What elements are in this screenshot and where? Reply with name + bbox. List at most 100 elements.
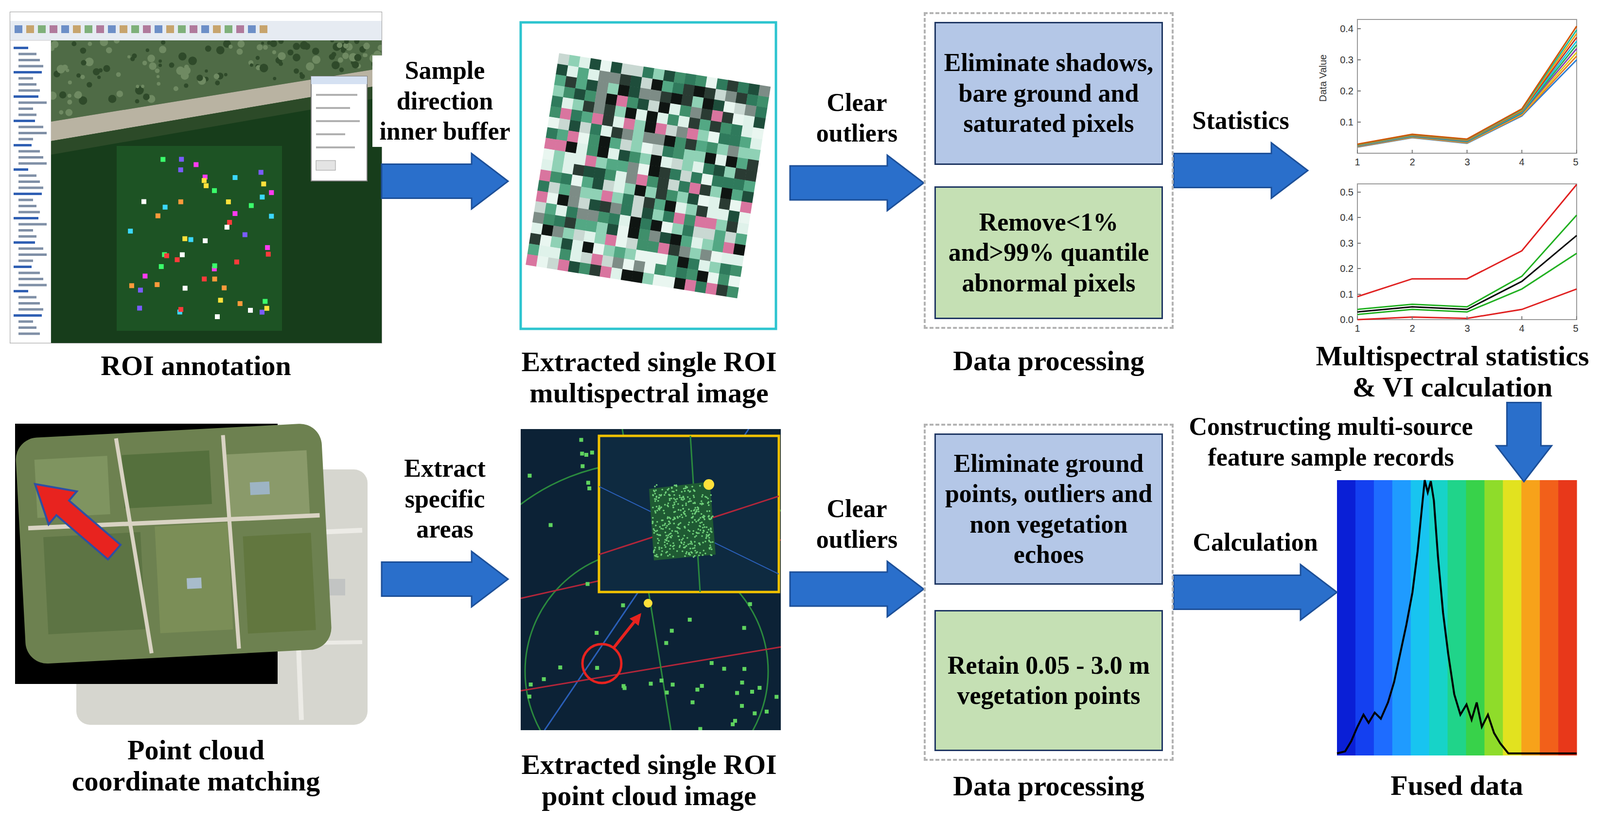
illustration-rect bbox=[572, 228, 586, 242]
illustration-rect bbox=[680, 94, 694, 107]
illustration-circle bbox=[658, 547, 661, 550]
illustration-rect bbox=[18, 125, 44, 129]
illustration-rect bbox=[718, 132, 731, 146]
illustration-rect bbox=[707, 195, 721, 209]
illustration-rect bbox=[570, 174, 584, 188]
illustration-circle bbox=[654, 492, 657, 495]
illustration-path bbox=[1357, 33, 1577, 145]
illustration-rect bbox=[665, 690, 669, 695]
block-arrow bbox=[381, 153, 509, 210]
illustration-circle bbox=[309, 63, 315, 69]
illustration-rect bbox=[537, 245, 551, 258]
illustration-rect bbox=[732, 178, 746, 192]
illustration-rect bbox=[182, 285, 188, 291]
illustration-circle bbox=[710, 500, 713, 503]
illustration-rect bbox=[724, 230, 738, 244]
illustration-rect bbox=[617, 149, 631, 162]
illustration-circle bbox=[140, 84, 145, 88]
illustration-rect bbox=[174, 257, 180, 263]
illustration-rect bbox=[637, 228, 651, 242]
illustration-line bbox=[1357, 267, 1361, 269]
illustration-rect bbox=[735, 690, 739, 695]
illustration-circle bbox=[654, 499, 657, 502]
illustration-circle bbox=[272, 76, 277, 81]
illustration-rect bbox=[716, 143, 730, 157]
illustration-circle bbox=[148, 62, 157, 70]
illustration-circle bbox=[704, 540, 707, 543]
illustration-rect bbox=[664, 199, 677, 213]
illustration-circle bbox=[353, 40, 360, 44]
illustration-rect bbox=[684, 279, 697, 292]
axis-label: 0.4 bbox=[1339, 23, 1354, 35]
illustration-rect bbox=[720, 252, 734, 265]
illustration-circle bbox=[672, 547, 675, 550]
illustration-circle bbox=[678, 538, 681, 541]
illustration-rect bbox=[610, 267, 623, 281]
illustration-rect bbox=[699, 248, 713, 262]
illustration-rect bbox=[698, 726, 703, 730]
illustration-rect bbox=[693, 150, 707, 164]
illustration-circle bbox=[696, 531, 699, 534]
illustration-circle bbox=[684, 512, 686, 515]
illustration-rect bbox=[543, 213, 556, 227]
illustration-rect bbox=[640, 77, 653, 90]
illustration-circle bbox=[694, 506, 697, 509]
axis-label: 5 bbox=[1572, 156, 1579, 168]
illustration-rect bbox=[211, 188, 217, 194]
illustration-rect bbox=[628, 151, 642, 164]
illustration-rect bbox=[701, 238, 715, 251]
illustration-circle bbox=[654, 511, 657, 514]
illustration-rect bbox=[714, 88, 727, 102]
illustration-rect bbox=[10, 40, 52, 343]
illustration-circle bbox=[263, 44, 268, 50]
illustration-rect bbox=[615, 94, 629, 108]
axis-label: 4 bbox=[1518, 322, 1525, 335]
illustration-rect bbox=[576, 207, 589, 221]
illustration-circle bbox=[708, 536, 711, 539]
illustration-circle bbox=[694, 544, 697, 547]
illustration-rect bbox=[619, 138, 633, 152]
illustration-circle bbox=[687, 489, 690, 492]
illustration-rect bbox=[546, 192, 560, 205]
illustration-rect bbox=[18, 113, 37, 117]
illustration-rect bbox=[581, 175, 595, 189]
illustration-rect bbox=[667, 178, 681, 192]
illustration-rect bbox=[584, 155, 598, 168]
illustration-circle bbox=[657, 499, 660, 502]
illustration-circle bbox=[76, 73, 81, 78]
illustration-rect bbox=[632, 129, 645, 143]
illustration-rect bbox=[594, 630, 599, 635]
illustration-circle bbox=[651, 506, 654, 509]
illustration-circle bbox=[685, 514, 687, 517]
illustration-rect bbox=[649, 681, 653, 686]
axis-label: 4 bbox=[1518, 156, 1525, 168]
illustration-rect bbox=[670, 682, 675, 686]
illustration-rect bbox=[18, 332, 40, 335]
axis-label: 2 bbox=[1409, 156, 1415, 168]
illustration-rect bbox=[709, 120, 722, 134]
illustration-rect bbox=[691, 95, 704, 109]
illustration-rect bbox=[734, 232, 748, 246]
illustration-path bbox=[1357, 253, 1577, 315]
illustration-rect bbox=[525, 253, 539, 267]
illustration-rect bbox=[558, 118, 571, 131]
illustration-circle bbox=[685, 486, 688, 489]
illustration-rect bbox=[131, 25, 140, 34]
illustration-circle bbox=[681, 496, 684, 499]
illustration-rect bbox=[673, 71, 687, 85]
illustration-rect bbox=[619, 73, 633, 87]
illustration-circle bbox=[56, 64, 66, 74]
illustration-rect bbox=[166, 25, 175, 34]
illustration-circle bbox=[87, 41, 93, 47]
illustration-rect bbox=[18, 83, 37, 86]
illustration-rect bbox=[564, 75, 578, 89]
illustration-rect bbox=[571, 239, 584, 252]
illustration-circle bbox=[702, 553, 704, 556]
process-box: Eliminate ground points, outliers and no… bbox=[934, 433, 1163, 585]
illustration-rect bbox=[247, 25, 256, 34]
dashed-frame: Eliminate ground points, outliers and no… bbox=[923, 423, 1174, 761]
illustration-rect bbox=[713, 164, 726, 177]
illustration-rect bbox=[748, 148, 761, 161]
illustration-rect bbox=[573, 87, 587, 101]
illustration-rect bbox=[616, 225, 630, 238]
